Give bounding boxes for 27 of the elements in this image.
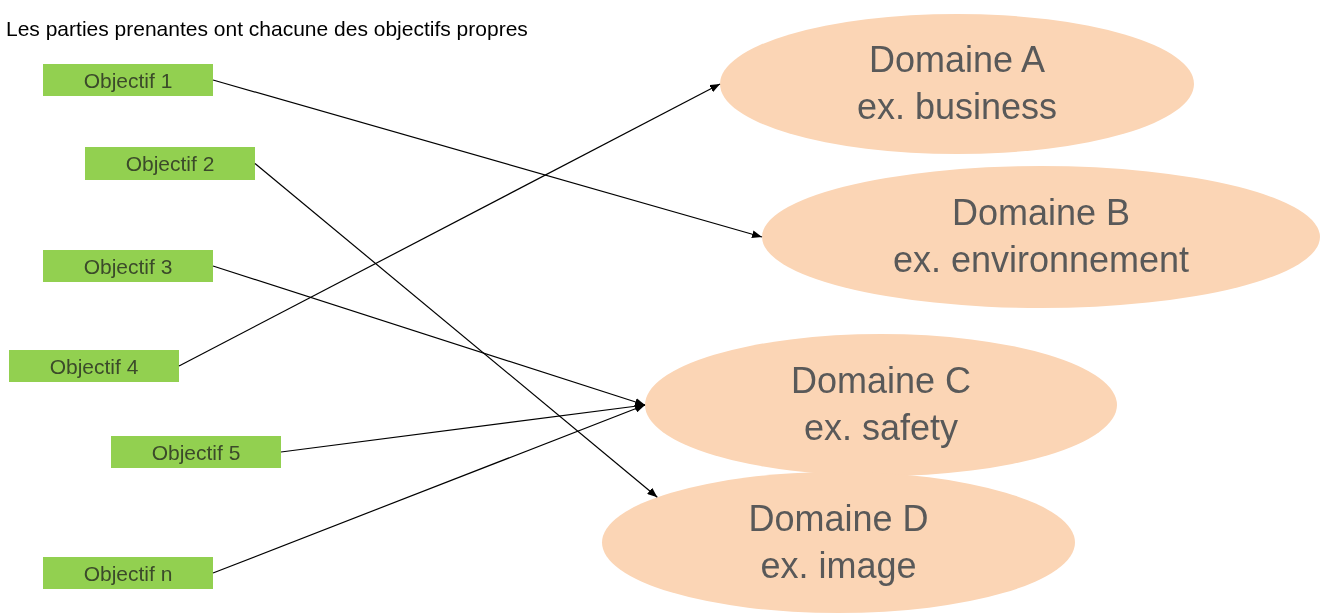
domain-text: Domaine C [790,359,972,404]
arrow [212,79,763,239]
arrow [254,162,658,498]
domain-text: ex. business [856,85,1058,129]
title: Les parties prenantes ont chacune des objectifs propres [6,16,528,42]
objective-label: Objectif 2 [125,153,215,174]
arrow [280,402,646,453]
domain-text: Domaine D [748,496,929,541]
objective-label: Objectif 4 [49,355,139,377]
domain-text: ex. environnement [892,238,1190,282]
arrow [212,404,646,574]
objective-label: Objectif 5 [151,441,241,463]
domain-text: Domaine A [868,38,1046,83]
objective-box [111,436,281,468]
arrow [178,83,721,367]
domain-text: ex. safety [803,406,959,450]
objective-box [43,250,213,282]
objective-label: Objectif 3 [83,255,173,277]
objective-box [43,557,213,589]
objective-box [43,64,213,96]
domain-text: ex. image [760,543,917,588]
domain-text: Domaine B [951,191,1131,236]
arrow [212,265,646,406]
objective-label: Objectif 1 [83,69,173,91]
objective-box [9,350,179,382]
objective-box [85,147,255,180]
objective-label: Objectif n [83,562,173,584]
